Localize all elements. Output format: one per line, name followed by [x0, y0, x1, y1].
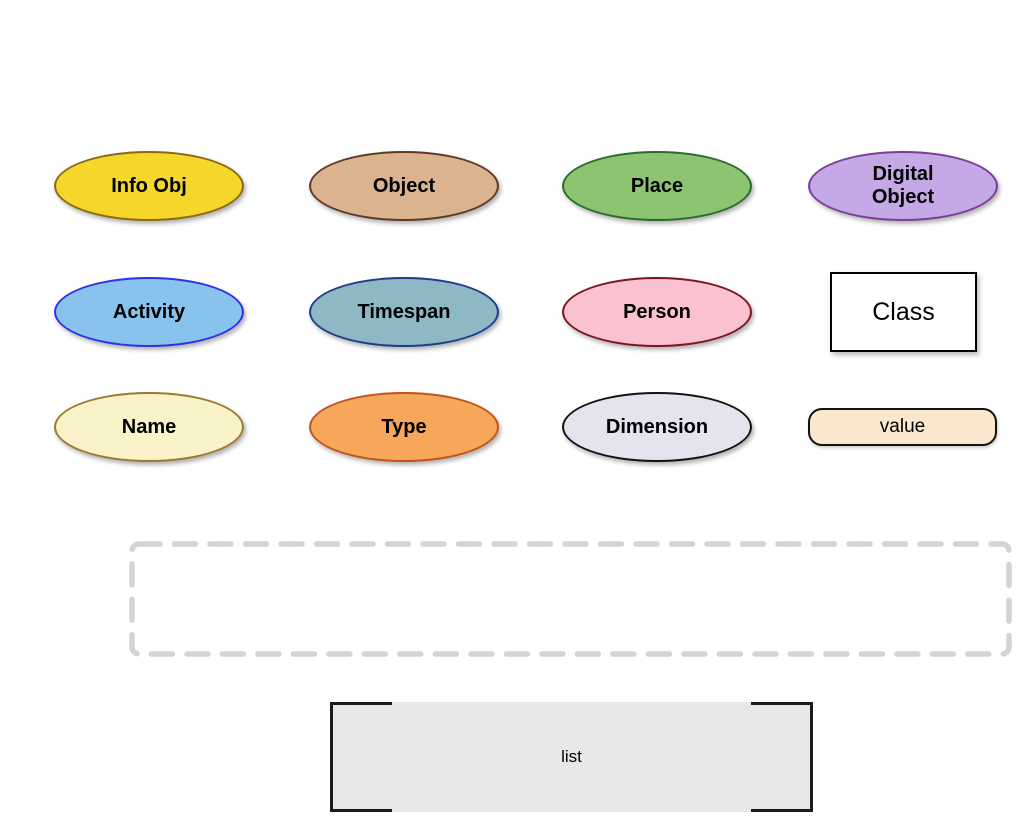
- node-object-label: Object: [372, 174, 436, 197]
- node-timespan-label: Timespan: [357, 300, 451, 323]
- node-timespan: Timespan: [309, 277, 499, 347]
- node-place-label: Place: [630, 174, 684, 197]
- list-node: list: [330, 702, 813, 812]
- node-place: Place: [562, 151, 752, 221]
- node-value: value: [808, 408, 997, 446]
- placeholder-region: [129, 541, 1012, 657]
- node-info-obj-label: Info Obj: [111, 174, 187, 197]
- node-type: Type: [309, 392, 499, 462]
- node-activity-label: Activity: [112, 300, 186, 323]
- node-activity: Activity: [54, 277, 244, 347]
- node-value-label: value: [879, 416, 926, 437]
- list-label: list: [561, 747, 582, 766]
- node-digital-object-label: Digital Object: [871, 163, 935, 208]
- node-class: Class: [830, 272, 977, 352]
- node-dimension: Dimension: [562, 392, 752, 462]
- node-name-label: Name: [121, 415, 177, 438]
- list-right-bracket-icon: [751, 702, 813, 812]
- placeholder-dashed-rect: [129, 541, 1012, 657]
- list-left-bracket-icon: [330, 702, 392, 812]
- node-type-label: Type: [381, 415, 427, 438]
- node-person-label: Person: [623, 300, 691, 323]
- node-digital-object: Digital Object: [808, 151, 998, 221]
- node-object: Object: [309, 151, 499, 221]
- node-dimension-label: Dimension: [605, 415, 709, 438]
- node-info-obj: Info Obj: [54, 151, 244, 221]
- node-class-label: Class: [872, 297, 935, 326]
- node-name: Name: [54, 392, 244, 462]
- node-person: Person: [562, 277, 752, 347]
